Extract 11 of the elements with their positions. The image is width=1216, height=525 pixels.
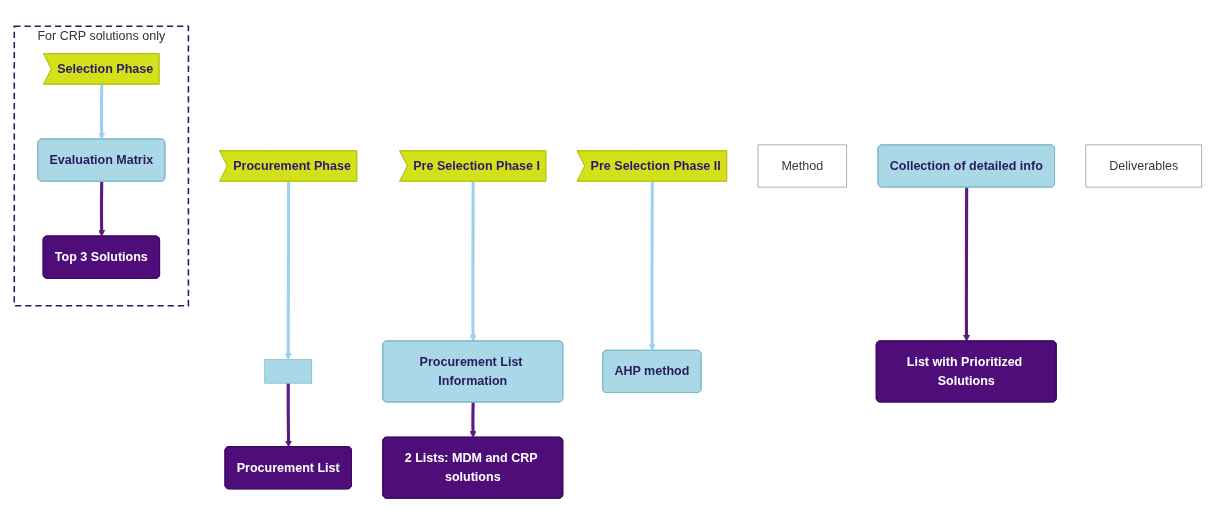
node-box	[264, 359, 313, 384]
arrow	[285, 383, 292, 448]
node-box: Method	[757, 144, 848, 188]
arrow	[98, 181, 106, 237]
arrow	[284, 181, 292, 361]
arrow	[963, 187, 970, 342]
arrow	[469, 181, 477, 342]
arrow	[469, 402, 477, 439]
arrow	[98, 84, 106, 140]
arrow	[648, 181, 656, 352]
node-box: Deliverables	[1085, 144, 1203, 188]
